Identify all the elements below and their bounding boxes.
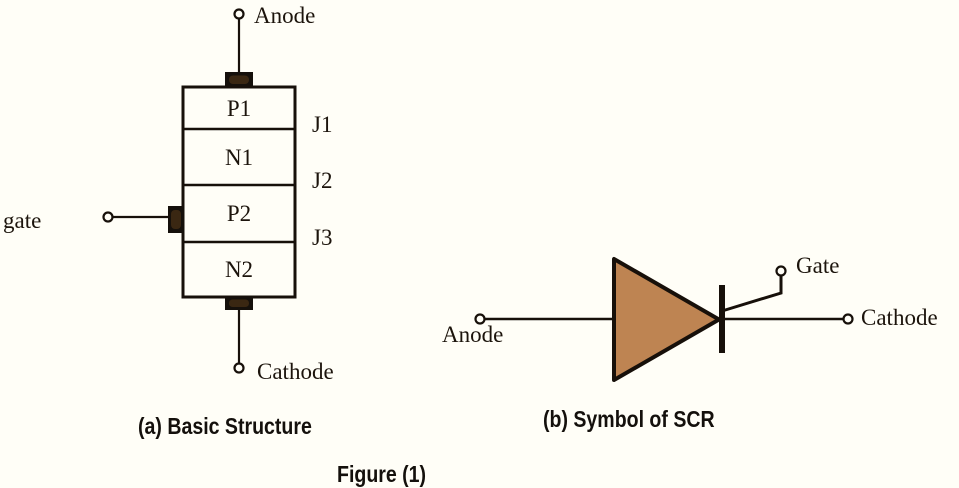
anode-label: Anode (254, 3, 316, 28)
layer-p2-label: P2 (226, 201, 252, 226)
junction-j1-label: J1 (312, 112, 333, 137)
anode-terminal-node-icon (233, 8, 245, 20)
symbol-cathode-node-icon (842, 313, 854, 325)
symbol-anode-node-icon (474, 313, 486, 325)
scr-triangle-icon (612, 257, 721, 382)
symbol-gate-lead (721, 276, 783, 313)
figure-caption: Figure (1) (337, 461, 427, 487)
symbol-cathode-label: Cathode (861, 305, 938, 330)
layer-p1-label: P1 (226, 95, 252, 121)
symbol-anode-label: Anode (442, 322, 504, 347)
gate-terminal-node-icon (102, 211, 114, 223)
junction-j2-label: J2 (312, 168, 333, 193)
junction-j3-label: J3 (312, 225, 333, 250)
symbol-gate-label: Gate (796, 253, 840, 278)
layer-n2-label: N2 (224, 257, 254, 282)
panel-b-caption: (b) Symbol of SCR (543, 406, 715, 432)
panel-a-caption: (a) Basic Structure (138, 413, 312, 439)
anode-contact-inner (229, 75, 249, 84)
cathode-contact-inner (229, 299, 249, 307)
pnpn-stack-box (181, 85, 297, 299)
gate-label: gate (3, 208, 42, 233)
symbol-gate-node-icon (775, 265, 787, 277)
cathode-terminal-node-icon (233, 362, 245, 374)
cathode-label: Cathode (257, 359, 334, 384)
gate-contact-inner (171, 210, 181, 229)
layer-n1-label: N1 (224, 144, 254, 170)
